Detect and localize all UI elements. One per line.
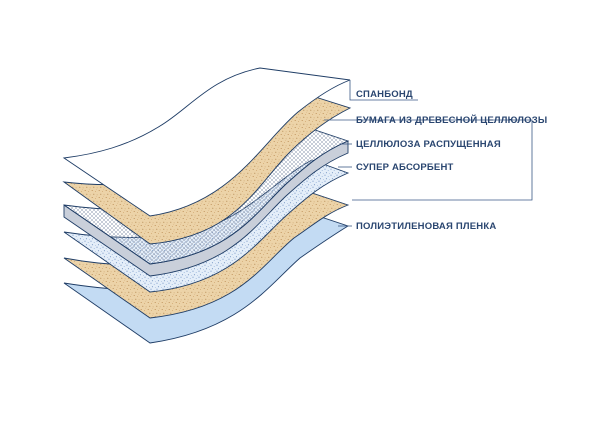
label-wood-pulp-paper: БУМАГА ИЗ ДРЕВЕСНОЙ ЦЕЛЛЮЛОЗЫ <box>356 114 547 126</box>
label-fluff-pulp: ЦЕЛЛЮЛОЗА РАСПУЩЕННАЯ <box>356 139 501 150</box>
leader-spunbond <box>349 80 418 101</box>
label-polyethylene-film: ПОЛИЭТИЛЕНОВАЯ ПЛЕНКА <box>356 221 496 232</box>
label-spunbond: СПАНБОНД <box>356 89 413 100</box>
label-super-absorbent: СУПЕР АБСОРБЕНТ <box>356 162 454 173</box>
core-bracket <box>352 119 533 201</box>
